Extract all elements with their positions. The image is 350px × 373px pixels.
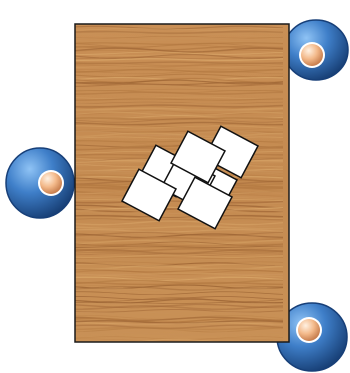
player-seat-left[interactable] [6, 148, 74, 218]
player-seat-top-right[interactable] [284, 20, 348, 80]
player-token-icon [284, 20, 348, 80]
player-token-icon [6, 148, 74, 218]
